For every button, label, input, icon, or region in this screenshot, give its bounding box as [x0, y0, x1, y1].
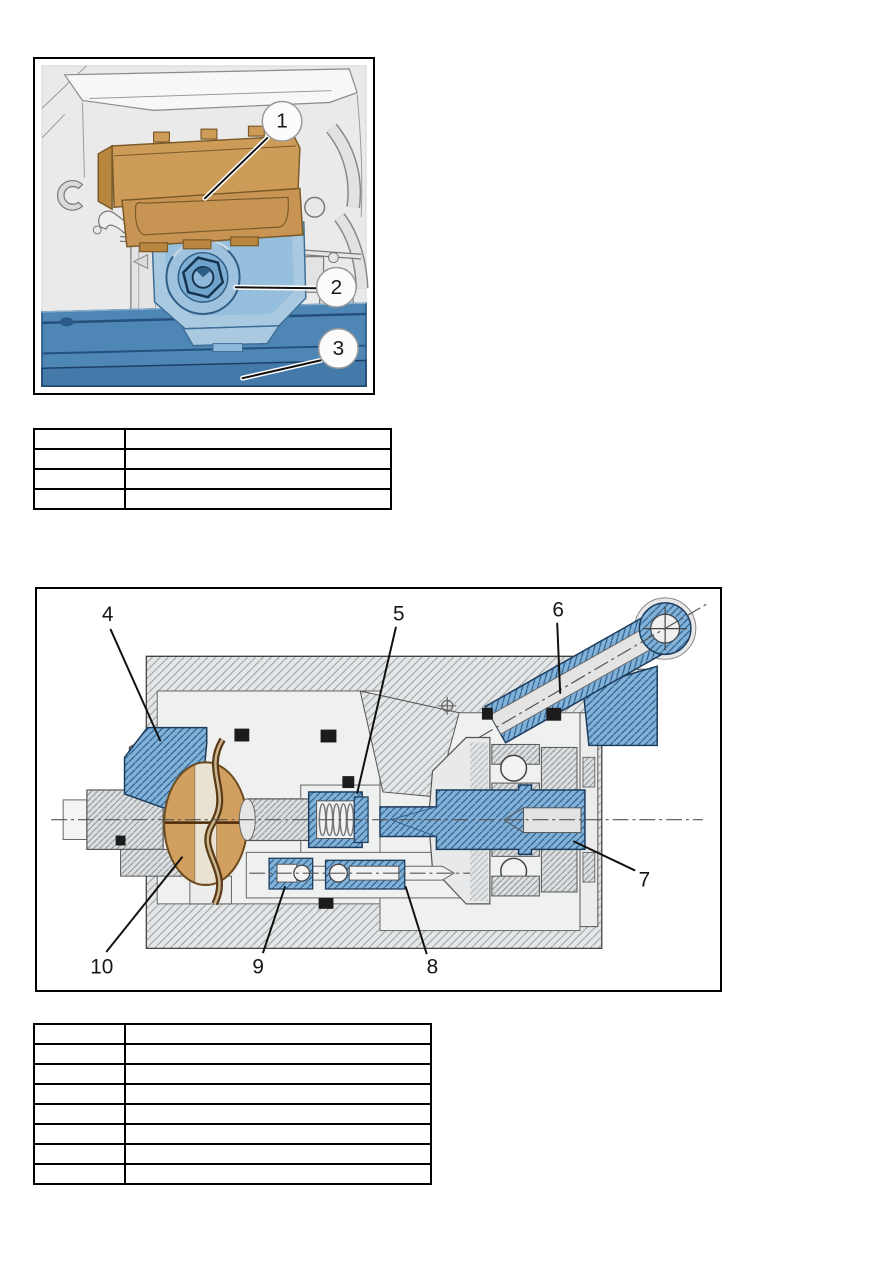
- callout-7-label: 7: [639, 869, 651, 892]
- piston-part-8: [324, 859, 406, 890]
- table-cell: [124, 1143, 432, 1165]
- table-cell: [124, 1103, 432, 1125]
- table-row: [33, 1143, 432, 1165]
- table-row: [33, 468, 392, 490]
- table-cell: [33, 1043, 126, 1065]
- table-cell: [124, 428, 392, 450]
- cable-clamp: [92, 210, 131, 235]
- centerlines: [51, 602, 710, 874]
- hull-lines: [41, 65, 363, 218]
- ball-bearing-top: [491, 743, 540, 792]
- callout-2: 2: [315, 266, 357, 308]
- table-cell: [33, 1123, 126, 1145]
- table-cell: [33, 1163, 126, 1185]
- table-row: [33, 428, 392, 450]
- callout-10-label: 10: [90, 956, 113, 979]
- table-cell: [124, 488, 392, 510]
- seal-blocks: [115, 707, 562, 909]
- table-cell: [33, 1103, 126, 1125]
- table-row: [33, 1163, 432, 1185]
- figure1-illustration: 1 2 3: [35, 59, 373, 393]
- table-cell: [124, 1163, 432, 1185]
- table-cell: [124, 448, 392, 470]
- legend-table-1: [33, 428, 392, 510]
- table-cell: [33, 1063, 126, 1085]
- table-cell: [124, 1043, 432, 1065]
- table-cell: [124, 1063, 432, 1085]
- table-row: [33, 1063, 432, 1085]
- table-row: [33, 448, 392, 470]
- actuator-cover: [97, 125, 304, 253]
- table-cell: [124, 468, 392, 490]
- table-row: [33, 1043, 432, 1065]
- datum-crosshair: [438, 696, 457, 715]
- callout-1-label: 1: [276, 110, 288, 133]
- table-cell: [33, 468, 126, 490]
- table-cell: [33, 448, 126, 470]
- table-cell: [33, 1083, 126, 1105]
- table-cell: [33, 428, 126, 450]
- table-row: [33, 488, 392, 510]
- table-cell: [33, 1023, 126, 1045]
- hose-ring-left: [56, 180, 84, 211]
- figure-cross-section: 4 5 6 7 8 9 10: [35, 587, 722, 992]
- table-row: [33, 1123, 432, 1145]
- table-row: [33, 1103, 432, 1125]
- hoses-right: [304, 123, 369, 289]
- callout-9-label: 9: [252, 956, 264, 979]
- table-row: [33, 1023, 432, 1045]
- table-cell: [124, 1023, 432, 1045]
- figure-engine-overview: 1 2 3: [33, 57, 375, 395]
- figure2-illustration: 4 5 6 7 8 9 10: [38, 589, 719, 990]
- callout-1: 1: [261, 100, 303, 142]
- legend-table-2: [33, 1023, 432, 1185]
- callout-5-label: 5: [393, 602, 405, 625]
- callout-8-label: 8: [427, 956, 439, 979]
- hull-pan: [63, 68, 358, 111]
- callout-6-label: 6: [552, 598, 564, 621]
- leader-lines: [202, 135, 324, 381]
- callout-2-label: 2: [331, 276, 343, 299]
- throttle-disc-part-10: [163, 737, 249, 906]
- callout-3-label: 3: [333, 337, 345, 360]
- table-cell: [33, 488, 126, 510]
- table-cell: [124, 1083, 432, 1105]
- table-row: [33, 1083, 432, 1105]
- table-cell: [124, 1123, 432, 1145]
- leader-lines: [105, 622, 636, 955]
- callout-4-label: 4: [102, 603, 114, 626]
- callout-3: 3: [317, 328, 359, 370]
- table-cell: [33, 1143, 126, 1165]
